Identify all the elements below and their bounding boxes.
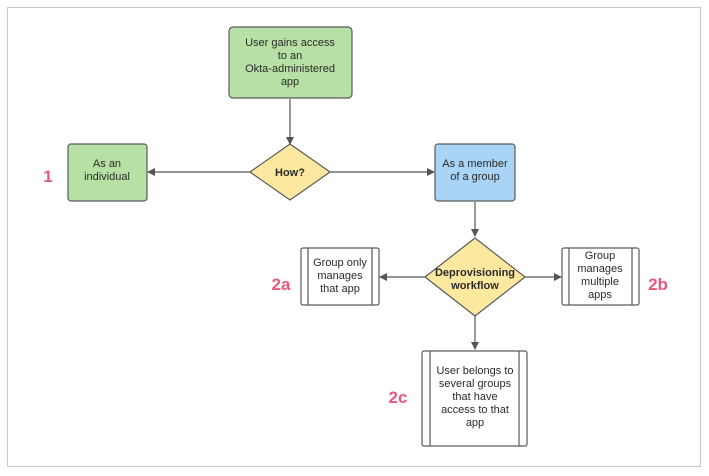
step-label-1: 1	[43, 167, 52, 186]
several-groups-line-4: app	[466, 417, 484, 429]
several-groups-line-0: User belongs to	[436, 365, 513, 377]
group-only-line-2: that app	[320, 283, 360, 295]
start-line-2: Okta-administered	[245, 63, 335, 75]
step-label-2c: 2c	[389, 388, 408, 407]
start-line-0: User gains access	[245, 37, 335, 49]
group-multi-line-1: manages	[577, 263, 623, 275]
how-decision: How?	[249, 143, 331, 201]
group-multi-line-2: multiple	[581, 276, 619, 288]
start-line-1: to an	[278, 50, 302, 62]
group-member-line-1: of a group	[450, 171, 500, 183]
several-groups-line-3: access to that	[441, 404, 509, 416]
connectors	[147, 99, 562, 350]
group-multi-line-0: Group	[585, 250, 616, 262]
several-groups-line-1: several groups	[439, 378, 512, 390]
how-label: How?	[275, 167, 305, 179]
deprov-line-1: workflow	[450, 280, 499, 292]
group-member-line-0: As a member	[442, 158, 508, 170]
group-only-line-0: Group only	[313, 257, 367, 269]
individual-line-0: As an	[93, 158, 121, 170]
step-label-2a: 2a	[272, 275, 291, 294]
individual-line-1: individual	[84, 171, 130, 183]
deprov-line-0: Deprovisioning	[435, 267, 515, 279]
group-only-line-1: manages	[317, 270, 363, 282]
several-groups-line-2: that have	[452, 391, 497, 403]
diagram-frame	[7, 7, 701, 467]
step-label-2b: 2b	[648, 275, 668, 294]
group-multi-line-3: apps	[588, 289, 612, 301]
start-line-3: app	[281, 76, 299, 88]
